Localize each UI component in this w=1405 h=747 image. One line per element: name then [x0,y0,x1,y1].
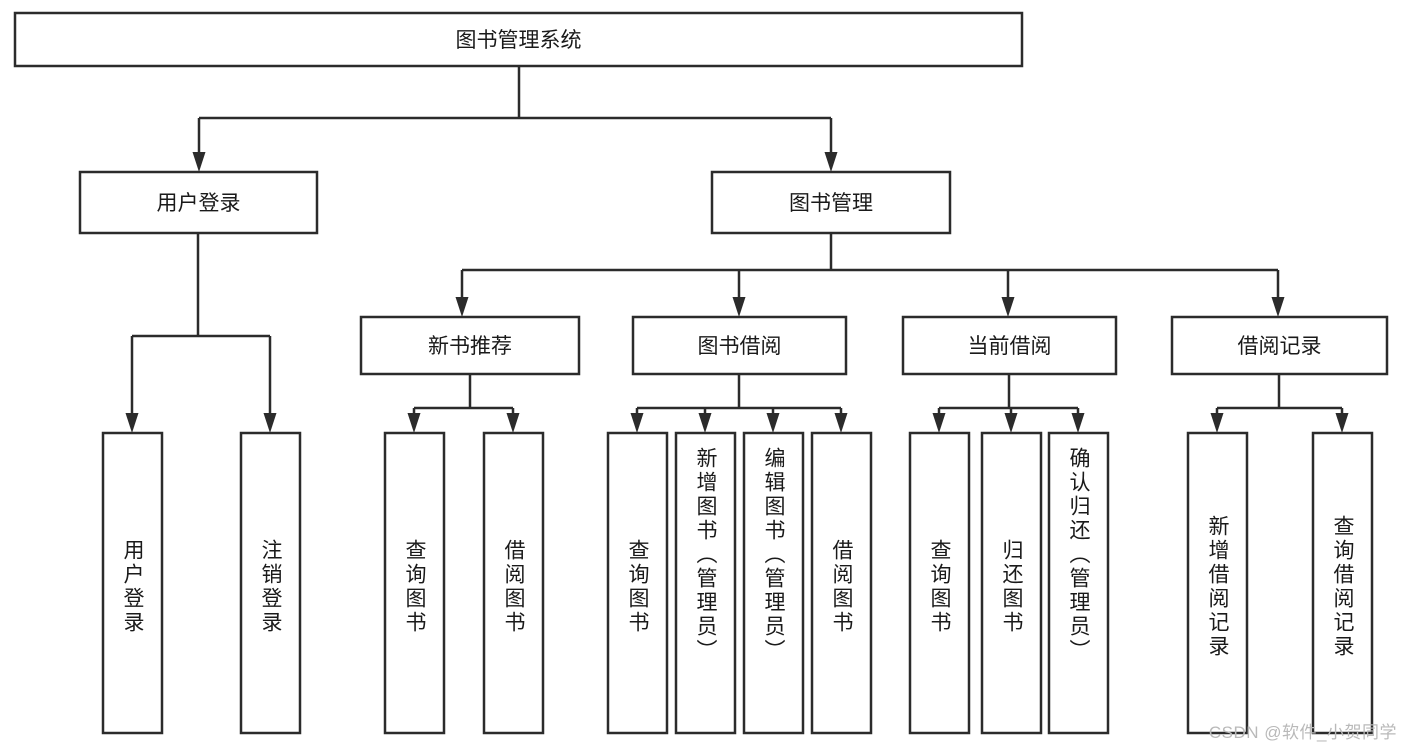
arrow-head-icon [766,413,780,433]
arrow-head-icon [506,413,520,433]
connector-edge-currentborrow-split [932,374,1085,433]
node-rect [980,431,1043,735]
node-label: 借阅记录 [1238,335,1322,358]
node-label: 图书管理 [789,192,873,215]
connector-edge-bookborrow-split [630,374,848,433]
node-label: 用户登录 [157,192,241,215]
node-user-login[interactable]: 用户登录 [78,170,319,235]
connector-edge-borrowrecord-split [1210,374,1349,433]
connector-edge-newbook-split [407,374,520,433]
node-rect [606,431,669,735]
node-rect [1186,431,1249,735]
node-root[interactable]: 图书管理系统 [13,11,1024,68]
node-rect [482,431,545,735]
connector-edge-root-split [192,66,838,172]
arrow-head-icon [1210,413,1224,433]
node-leaf-edit-book[interactable] [742,431,805,735]
arrow-head-icon [263,413,277,433]
node-book-manage[interactable]: 图书管理 [710,170,952,235]
arrow-head-icon [1335,413,1349,433]
arrow-head-icon [1001,297,1015,317]
node-leaf-query-book-2[interactable] [606,431,669,735]
node-label: 图书借阅 [698,335,782,358]
node-leaf-return-book[interactable] [980,431,1043,735]
arrow-head-icon [932,413,946,433]
node-rect [901,315,1118,376]
arrow-head-icon [1271,297,1285,317]
node-rect [908,431,971,735]
node-rect [13,11,1024,68]
node-leaf-add-record[interactable] [1186,431,1249,735]
node-rect [383,431,446,735]
node-leaf-borrow-book-1[interactable] [482,431,545,735]
node-leaf-add-book[interactable] [674,431,737,735]
node-label: 当前借阅 [968,335,1052,358]
node-rect [101,431,164,735]
arrow-head-icon [1071,413,1085,433]
node-rect [674,431,737,735]
arrow-head-icon [125,413,139,433]
node-borrow-record[interactable]: 借阅记录 [1170,315,1389,376]
arrow-head-icon [455,297,469,317]
node-rect [1311,431,1374,735]
arrow-head-icon [630,413,644,433]
node-leaf-query-record[interactable] [1311,431,1374,735]
node-rect [710,170,952,235]
csdn-watermark: CSDN @软件_小贺同学 [1208,723,1397,742]
arrow-head-icon [192,152,206,172]
node-leaf-confirm-return[interactable] [1047,431,1110,735]
node-rect [78,170,319,235]
arrow-head-icon [824,152,838,172]
arrow-head-icon [1004,413,1018,433]
node-label: 图书管理系统 [456,29,582,52]
node-new-book-recommend[interactable]: 新书推荐 [359,315,581,376]
node-rect [1047,431,1110,735]
arrow-head-icon [732,297,746,317]
node-rect [1170,315,1389,376]
node-rect [742,431,805,735]
node-current-borrow[interactable]: 当前借阅 [901,315,1118,376]
node-label: 新书推荐 [428,335,512,358]
node-rect [239,431,302,735]
node-book-borrow[interactable]: 图书借阅 [631,315,848,376]
node-leaf-user-logout[interactable] [239,431,302,735]
node-leaf-query-book-3[interactable] [908,431,971,735]
arrow-head-icon [407,413,421,433]
node-leaf-user-login[interactable] [101,431,164,735]
node-leaf-borrow-book-2[interactable] [810,431,873,735]
connector-edge-bookmanage-split [455,233,1285,317]
node-leaf-query-book-1[interactable] [383,431,446,735]
arrow-head-icon [698,413,712,433]
node-rect [631,315,848,376]
connector-edge-userlogin-split [125,233,277,433]
node-rect [810,431,873,735]
arrow-head-icon [834,413,848,433]
node-rect [359,315,581,376]
